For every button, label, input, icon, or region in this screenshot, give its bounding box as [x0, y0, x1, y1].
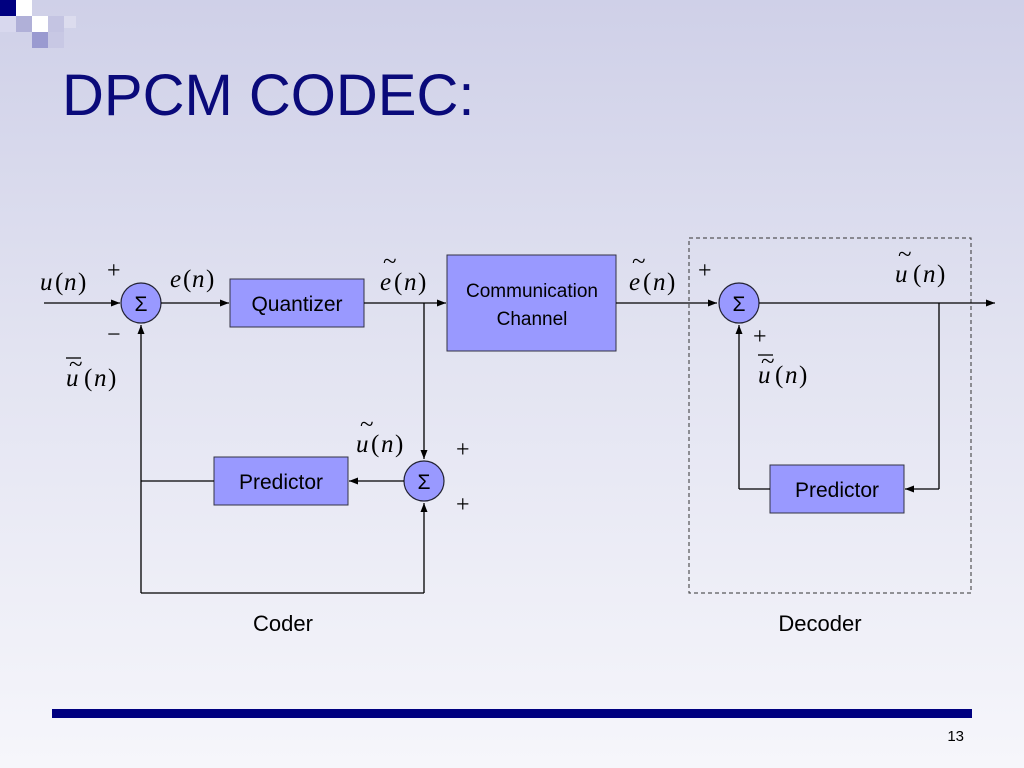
label-u-bar-tilde-decoder: ~ u ( n ) [758, 348, 807, 389]
svg-text:(: ( [643, 269, 651, 296]
svg-text:): ) [395, 431, 403, 458]
svg-text:): ) [108, 365, 116, 392]
svg-text:n: n [192, 266, 205, 293]
predictor-block-coder [213, 456, 349, 506]
corner-decoration [0, 0, 76, 48]
channel-block [446, 254, 617, 352]
svg-text:u: u [895, 261, 908, 288]
quantizer-label: Quantizer [251, 293, 342, 316]
sign-plus-decoder-top: + [698, 258, 712, 284]
predictor-block-decoder [769, 464, 905, 514]
svg-text:): ) [937, 261, 945, 288]
page-number: 13 [947, 728, 964, 745]
svg-text:u: u [40, 269, 53, 296]
svg-text:u: u [356, 431, 369, 458]
svg-text:(: ( [913, 261, 921, 288]
sign-plus-sum2-top: + [456, 437, 470, 463]
sign-plus-input: + [107, 258, 121, 284]
footer-rule [52, 709, 972, 718]
svg-text:): ) [667, 269, 675, 296]
quantizer-block [229, 278, 365, 328]
sum-symbol-1: Σ [135, 293, 148, 316]
svg-text:n: n [381, 431, 394, 458]
svg-text:): ) [418, 269, 426, 296]
svg-text:e: e [170, 266, 181, 293]
svg-text:n: n [785, 362, 798, 389]
svg-text:n: n [64, 269, 77, 296]
label-u-tilde-output: ~ u ( n ) [895, 241, 945, 288]
svg-text:n: n [404, 269, 417, 296]
svg-text:(: ( [394, 269, 402, 296]
svg-text:): ) [206, 266, 214, 293]
predictor-label-decoder: Predictor [795, 479, 879, 502]
sum-symbol-3: Σ [733, 293, 746, 316]
svg-text:~: ~ [632, 248, 646, 275]
sum-symbol-2: Σ [418, 471, 431, 494]
svg-text:~: ~ [898, 241, 912, 268]
svg-text:): ) [799, 362, 807, 389]
caption-decoder: Decoder [778, 611, 861, 636]
sign-plus-sum2-bottom: + [456, 492, 470, 518]
sign-minus-input: − [107, 322, 121, 348]
slide-title: DPCM CODEC: [62, 63, 475, 128]
svg-text:u: u [66, 365, 79, 392]
svg-text:n: n [653, 269, 666, 296]
svg-text:): ) [78, 269, 86, 296]
caption-coder: Coder [253, 611, 313, 636]
label-e-n: e ( n ) [170, 266, 214, 293]
svg-text:n: n [923, 261, 936, 288]
svg-text:(: ( [775, 362, 783, 389]
channel-label-line2: Channel [497, 309, 568, 330]
label-u-n: u ( n ) [40, 269, 86, 296]
svg-text:(: ( [55, 269, 63, 296]
label-e-tilde-decoder: ~ e ( n ) [629, 248, 675, 296]
svg-text:(: ( [84, 365, 92, 392]
label-u-bar-tilde-coder: ~ u ( n ) [66, 351, 116, 392]
svg-text:~: ~ [761, 348, 775, 375]
svg-text:~: ~ [69, 351, 83, 378]
svg-text:u: u [758, 362, 771, 389]
svg-text:n: n [94, 365, 107, 392]
label-u-tilde-coder: ~ u ( n ) [356, 411, 403, 458]
sign-plus-decoder-bottom: + [753, 324, 767, 350]
svg-text:(: ( [371, 431, 379, 458]
label-e-tilde-coder: ~ e ( n ) [380, 248, 426, 296]
svg-text:~: ~ [360, 411, 374, 438]
dpcm-codec-diagram: u ( n ) + − Σ e ( n ) Quantizer ~ e ( n … [40, 237, 995, 636]
svg-text:e: e [629, 269, 640, 296]
svg-text:(: ( [183, 266, 191, 293]
decoder-boundary [688, 237, 972, 594]
channel-label-line1: Communication [466, 281, 598, 302]
svg-text:~: ~ [383, 248, 397, 275]
svg-text:e: e [380, 269, 391, 296]
predictor-label-coder: Predictor [239, 471, 323, 494]
